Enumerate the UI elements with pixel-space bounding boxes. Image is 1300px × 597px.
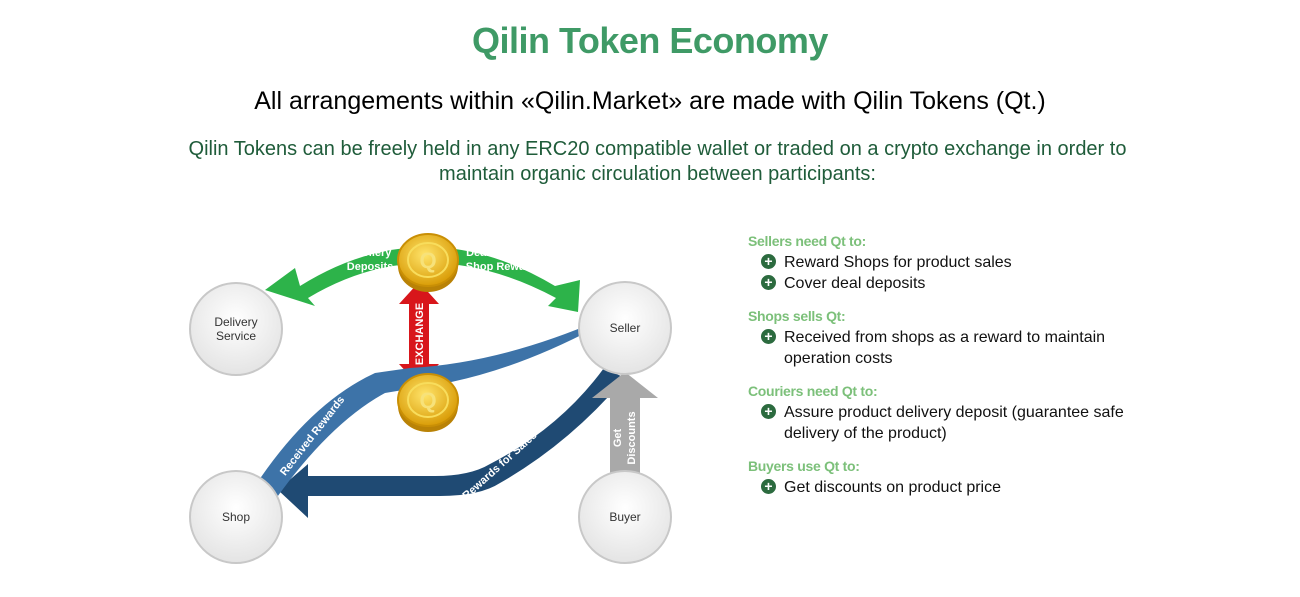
token-flow-diagram: Delivery Service Seller Shop Buyer Q Q D… <box>189 233 672 564</box>
coin-middle-icon: Q <box>397 373 459 432</box>
needs-heading: Sellers need Qt to: <box>748 233 866 249</box>
coin-top-symbol: Q <box>419 248 436 273</box>
exchange-arrow <box>399 282 439 386</box>
coin-middle-symbol: Q <box>419 388 436 413</box>
node-buyer: Buyer <box>578 470 672 564</box>
page-subtitle: All arrangements within «Qilin.Market» a… <box>254 87 1046 115</box>
needs-heading: Shops sells Qt: <box>748 308 846 324</box>
rewards-for-sales-arrow <box>278 368 625 518</box>
needs-item: + Reward Shops for product sales <box>748 252 1168 273</box>
needs-item: + Cover deal deposits <box>748 273 1168 294</box>
needs-group-sellers: Sellers need Qt to: + Reward Shops for pr… <box>748 233 1168 294</box>
plus-circle-icon: + <box>761 404 776 419</box>
node-seller: Seller <box>578 281 672 375</box>
node-label-seller: Seller <box>610 321 641 335</box>
node-label-buyer: Buyer <box>609 510 640 524</box>
label-get-discounts-line2: Discounts <box>626 411 638 464</box>
page-title: Qilin Token Economy <box>472 20 828 61</box>
coin-top-icon: Q <box>397 233 459 292</box>
needs-item: + Assure product delivery deposit (guaran… <box>748 402 1168 444</box>
get-discounts-arrow <box>592 372 658 476</box>
received-rewards-arrow <box>255 310 620 500</box>
needs-heading: Couriers need Qt to: <box>748 383 878 399</box>
needs-item-text: Reward Shops for product sales <box>784 254 1012 271</box>
plus-circle-icon: + <box>761 329 776 344</box>
participant-needs-list: Sellers need Qt to: + Reward Shops for pr… <box>748 233 1168 512</box>
needs-group-buyers: Buyers use Qt to: + Get discounts on prod… <box>748 458 1168 498</box>
label-get-discounts-line1: Get <box>612 428 624 447</box>
plus-circle-icon: + <box>761 275 776 290</box>
node-shop: Shop <box>189 470 283 564</box>
needs-group-shops: Shops sells Qt: + Received from shops as … <box>748 308 1168 369</box>
node-label-delivery-line1: Delivery <box>214 315 257 329</box>
needs-item-text: Cover deal deposits <box>784 275 926 292</box>
needs-item-text: Get discounts on product price <box>784 479 1002 496</box>
node-label-delivery-line2: Service <box>216 329 256 343</box>
needs-heading: Buyers use Qt to: <box>748 458 860 474</box>
plus-circle-icon: + <box>761 254 776 269</box>
node-label-shop: Shop <box>222 510 250 524</box>
needs-item: + Get discounts on product price <box>748 477 1168 498</box>
label-deal-deposits-line1: Deal Deposits, <box>466 247 542 259</box>
node-delivery-service: Delivery Service <box>189 282 283 376</box>
plus-circle-icon: + <box>761 479 776 494</box>
label-exchange: EXCHANGE <box>414 303 426 365</box>
label-deal-deposits-line2: Shop Rewards <box>466 261 542 273</box>
needs-item-text: Received from shops as a reward to maint… <box>784 329 1106 367</box>
label-delivery-deposits-line1: Devliery <box>349 247 393 259</box>
page-description: Qilin Tokens can be freely held in any E… <box>188 138 1127 185</box>
needs-item: + Received from shops as a reward to main… <box>748 327 1168 369</box>
label-delivery-deposits-line2: Deposits <box>347 261 393 273</box>
label-received-rewards: Received Rewards <box>278 394 347 478</box>
needs-group-couriers: Couriers need Qt to: + Assure product del… <box>748 383 1168 444</box>
green-arc-arrow <box>265 247 580 312</box>
needs-item-text: Assure product delivery deposit (guarant… <box>784 404 1124 442</box>
